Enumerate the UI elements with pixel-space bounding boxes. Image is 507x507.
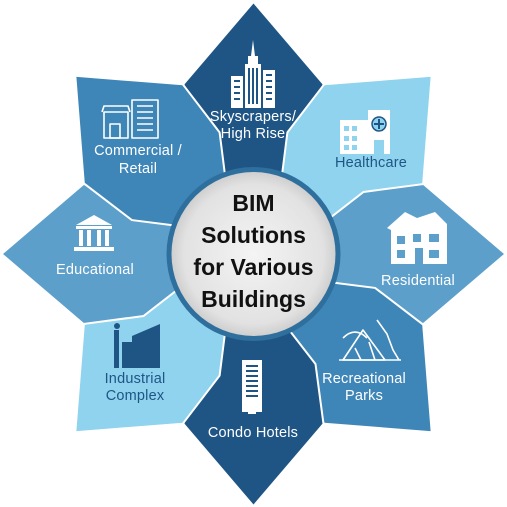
label-commercial-1: Commercial / <box>94 143 183 159</box>
center-hub: BIM Solutions for Various Buildings <box>166 167 341 341</box>
tower-icon <box>242 360 262 414</box>
label-skyscrapers-2: High Rise <box>221 126 286 142</box>
house-icon <box>387 212 447 264</box>
factory-icon <box>114 323 160 368</box>
label-industrial-2: Complex <box>106 388 165 404</box>
petal-labels: Skyscrapers/ High Rise Healthcare Reside… <box>56 109 455 441</box>
label-industrial-1: Industrial <box>105 371 166 387</box>
storefront-icon <box>101 99 159 139</box>
park-icon <box>339 319 401 361</box>
label-skyscrapers-1: Skyscrapers/ <box>210 109 297 125</box>
label-commercial-2: Retail <box>119 161 157 177</box>
label-recreational-2: Parks <box>345 388 383 404</box>
label-healthcare: Healthcare <box>335 155 407 171</box>
label-recreational-1: Recreational <box>322 371 406 387</box>
institution-icon <box>74 215 114 251</box>
center-line-1: BIM <box>232 190 274 216</box>
label-residential: Residential <box>381 273 455 289</box>
center-line-3: for Various <box>193 254 313 280</box>
label-educational: Educational <box>56 262 134 278</box>
label-condo: Condo Hotels <box>208 425 298 441</box>
skyscraper-icon <box>231 40 275 108</box>
center-disc <box>171 172 336 336</box>
center-line-2: Solutions <box>201 222 306 248</box>
center-line-4: Buildings <box>201 286 306 312</box>
hospital-icon <box>340 110 390 154</box>
